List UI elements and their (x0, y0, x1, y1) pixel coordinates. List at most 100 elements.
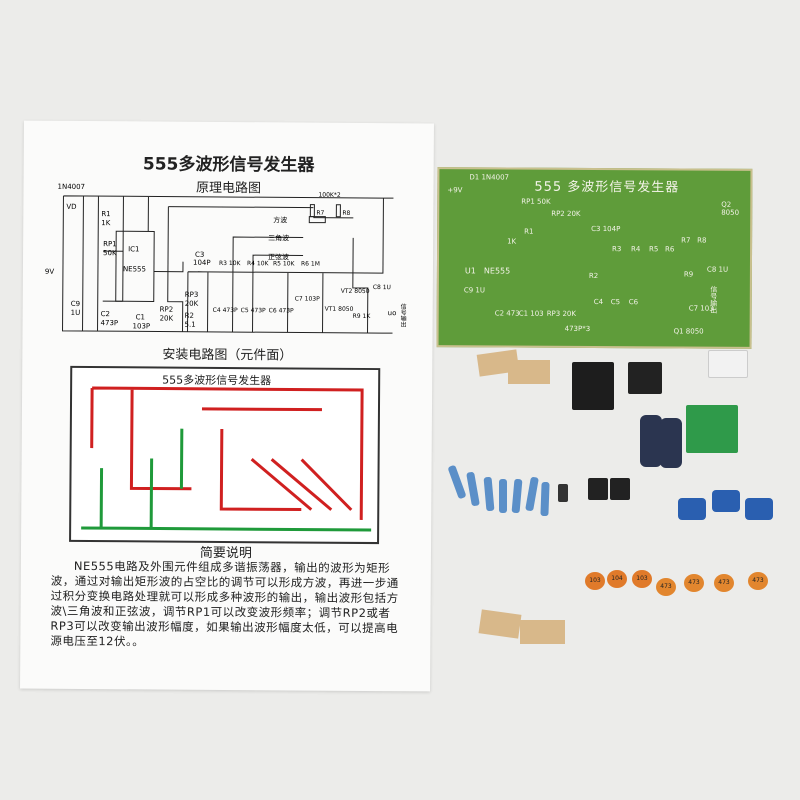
schem-c7: C7 103P (295, 295, 320, 302)
schem-rp3v: 20K (185, 300, 199, 308)
schem-r3: R3 10K (219, 260, 242, 267)
ceramic-capacitor: 103 (585, 572, 605, 590)
resistor-tape-bottom (478, 609, 522, 639)
pcb-board: 555 多波形信号发生器 D1 1N4007 +9V RP1 50K R1 1K… (436, 167, 753, 349)
schem-c4: C4 473P (213, 307, 238, 314)
pcb-label-r2: R2 (588, 271, 599, 281)
resistor (540, 481, 550, 517)
ne555-chip (628, 362, 662, 394)
schem-r78v: 100K*2 (318, 192, 340, 199)
schem-icv: NE555 (123, 265, 146, 273)
schem-output: 信号输出 (399, 302, 406, 328)
pcb-label-9v: +9V (447, 186, 463, 195)
resistor (466, 471, 480, 507)
schem-vt2: VT2 8050 (341, 288, 370, 295)
resistor (447, 464, 467, 500)
electrolytic-capacitor (660, 418, 682, 468)
pcb-label-r3: R3 (612, 245, 622, 254)
ceramic-capacitor: 473 (714, 574, 734, 592)
schem-sine: 正弦波 (268, 252, 289, 261)
schem-c2v: 473P (101, 319, 119, 327)
resistor-tape-top-2 (508, 360, 550, 384)
pcb-label-c4: C4 (593, 297, 604, 307)
resistor (511, 478, 523, 514)
schem-c2: C2 (101, 310, 110, 318)
pcb-label-u1: U1 (464, 266, 476, 276)
pcb-label-c3: C3 104P (591, 224, 621, 234)
pcb-title: 555 多波形信号发生器 (534, 179, 680, 196)
schem-c9v: 1U (71, 309, 81, 317)
pcb-label-d1: D1 1N4007 (469, 173, 510, 182)
schem-r2v: 5.1 (185, 321, 196, 329)
pcb-label-q2: Q2 8050 (721, 200, 740, 217)
schem-vt1: VT1 8050 (325, 306, 354, 313)
layout-title: 安装电路图（元件面） (162, 347, 293, 364)
schem-c6: C6 473P (269, 307, 294, 314)
schem-c1v: 103P (133, 322, 151, 330)
schem-triangle: 三角波 (268, 233, 289, 242)
schematic-diagram: 1N4007 VD 9V C9 1U R1 1K RP1 50K IC1 NE5… (45, 183, 406, 334)
resistor (483, 476, 495, 512)
resistor-tape-bottom-2 (520, 620, 565, 644)
pcb-label-c2: C2 473 (494, 309, 520, 318)
schem-c8: C8 1U (373, 284, 391, 291)
layout-diagram: 555多波形信号发生器 (69, 365, 381, 545)
resistor (499, 479, 507, 513)
trimmer-potentiometer (678, 498, 706, 520)
pcb-label-r8: R8 (697, 236, 707, 245)
schem-supply: 9V (45, 268, 55, 276)
description-text: NE555电路及外围元件组成多谐振荡器，输出的波形为矩形波，通过对输出矩形波的占… (50, 558, 399, 649)
instruction-sheet: 555多波形信号发生器 原理电路图 1N4007 VD 9V C9 1U R1 … (20, 120, 434, 692)
schem-r8: R8 (342, 210, 350, 217)
ceramic-capacitor: 473 (684, 574, 704, 592)
pcb-label-r1: R1 (524, 227, 534, 236)
schem-rp3: RP3 (185, 291, 199, 299)
pcb-label-r6: R6 (665, 245, 675, 254)
pcb-label-c5: C5 (610, 298, 621, 307)
pcb-label-q1: Q1 8050 (673, 327, 704, 336)
schem-r7: R7 (316, 210, 324, 217)
terminal-block (686, 405, 738, 453)
schem-uo: uo (388, 309, 397, 317)
pcb-label-c1: C1 103 (518, 309, 544, 318)
trimmer-potentiometer (712, 490, 740, 512)
pcb-label-1k: 1K (507, 237, 517, 246)
pcb-label-output: 信号输出 (709, 285, 718, 314)
pcb-label-rp3: RP3 20K (546, 309, 576, 318)
pcb-label-r5: R5 (649, 245, 659, 254)
ceramic-capacitor: 473 (656, 578, 676, 596)
pcb-label-r9: R9 (683, 270, 694, 279)
pcb-label-rp2: RP2 20K (551, 209, 581, 218)
schem-r2: R2 (185, 312, 194, 320)
schem-diode-label: 1N4007 (57, 183, 85, 191)
schem-r1v: 1K (101, 219, 111, 227)
schem-rp2v: 20K (160, 315, 174, 323)
layout-board-title: 555多波形信号发生器 (162, 373, 272, 388)
pcb-label-r4: R4 (631, 245, 641, 254)
pcb-label-c9: C9 1U (463, 286, 486, 295)
transistor (610, 478, 630, 500)
schem-r6: R6 1M (301, 261, 320, 268)
schem-r5: R5 10K (273, 260, 296, 267)
ceramic-capacitor: 103 (632, 570, 652, 588)
trimmer-potentiometer (745, 498, 773, 520)
pcb-label-473p: 473P*3 (564, 324, 591, 333)
pcb-label-c8: C8 1U (706, 265, 729, 274)
schem-c1: C1 (136, 313, 145, 321)
schem-c9: C9 (71, 300, 80, 308)
ceramic-capacitor: 104 (607, 570, 627, 588)
ic-socket (572, 362, 614, 410)
schem-r4: R4 10K (247, 260, 270, 267)
header-connector (708, 350, 748, 378)
schem-rp1v: 50K (103, 249, 117, 257)
schem-rp2: RP2 (160, 306, 174, 314)
schem-c5: C5 473P (241, 307, 266, 314)
electrolytic-capacitor (640, 415, 662, 467)
schem-r1: R1 (101, 210, 110, 218)
diode (558, 484, 568, 502)
schem-vd: VD (66, 203, 76, 211)
schem-square: 方波 (273, 215, 287, 224)
pcb-label-rp1: RP1 50K (521, 197, 551, 206)
pcb-label-ne555: NE555 (483, 266, 511, 276)
transistor (588, 478, 608, 500)
